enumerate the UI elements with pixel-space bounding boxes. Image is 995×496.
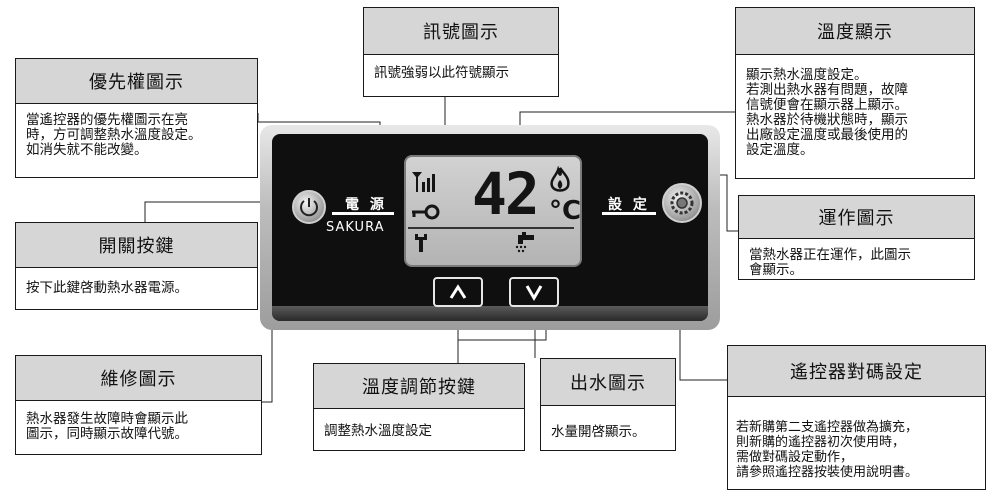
leader-power [144,201,295,222]
flame-icon [550,166,570,192]
callout-title: 溫度顯示 [736,8,974,55]
callout-priority-icon: 優先權圖示 當遙控器的優先權圖示在亮 時，方可調整熱水溫度設定。 如消失就不能改… [15,58,258,178]
chevron-up-icon [449,284,467,299]
lcd-screen [404,155,582,267]
wrench-icon [415,234,427,252]
callout-description: 訊號強弱以此符號顯示 [374,65,509,81]
callout-temperature-display: 溫度顯示 顯示熱水溫度設定。 若測出熱水器有問題，故障 信號便會在顯示器上顯示。… [735,7,975,179]
priority-key-icon [412,204,440,220]
callout-description: 熱水器發生故障時會顯示此 圖示，同時顯示故障代號。 [26,411,188,442]
callout-description: 調整熱水溫度設定 [324,423,432,439]
gear-icon [670,191,694,215]
chevron-down-icon [525,285,543,301]
callout-description: 按下此鍵啓動熱水器電源。 [26,280,188,296]
set-button[interactable] [662,183,702,223]
power-label-underline [332,212,394,215]
temperature-down-button[interactable] [509,277,559,307]
set-label-underline [602,212,656,215]
callout-title: 出水圖示 [541,359,675,406]
callout-title: 遙控器對碼設定 [728,346,985,397]
power-button[interactable] [292,190,326,224]
callout-description: 顯示熱水溫度設定。 若測出熱水器有問題，故障 信號便會在顯示器上顯示。 熱水器於… [746,67,908,158]
temperature-up-button[interactable] [433,277,483,307]
callout-title: 維修圖示 [16,356,261,401]
callout-description: 若新購第二支遙控器做為擴充， 則新購的遙控器初次使用時， 需做對碼設定動作， 請… [736,420,919,480]
signal-strength-icon [412,172,435,192]
remote-control-bottom-strip [272,306,708,321]
callout-title: 開關按鍵 [16,223,257,268]
callout-pairing: 遙控器對碼設定 若新購第二支遙控器做為擴充， 則新購的遙控器初次使用時， 需做對… [727,345,986,490]
temperature-unit: °C [549,196,582,226]
faucet-icon [515,232,534,253]
callout-signal-icon: 訊號圖示 訊號強弱以此符號顯示 [363,7,559,97]
callout-description: 當遙控器的優先權圖示在亮 時，方可調整熱水溫度設定。 如消失就不能改變。 [26,112,202,158]
temperature-readout: 42 [472,160,540,228]
set-label: 設 定 [608,197,650,213]
callout-description: 水量開啓顯示。 [551,424,646,440]
power-label: 電 源 [345,197,387,213]
power-icon [300,198,318,217]
callout-title: 優先權圖示 [16,59,257,104]
callout-water-icon: 出水圖示 水量開啓顯示。 [540,358,676,451]
lcd-divider [408,227,574,229]
callout-power-key: 開關按鍵 按下此鍵啓動熱水器電源。 [15,222,258,310]
callout-operation-icon: 運作圖示 當熱水器正在運作，此圖示 會顯示。 [738,195,975,280]
callout-temperature-keys: 溫度調節按鍵 調整熱水溫度設定 [313,363,525,451]
callout-maintenance-icon: 維修圖示 熱水器發生故障時會顯示此 圖示，同時顯示故障代號。 [15,355,262,455]
callout-title: 訊號圖示 [364,8,558,55]
callout-description: 當熱水器正在運作，此圖示 會顯示。 [749,247,911,278]
callout-title: 運作圖示 [739,196,974,239]
brand-logo: SAKURA [326,220,385,235]
callout-title: 溫度調節按鍵 [314,364,524,409]
